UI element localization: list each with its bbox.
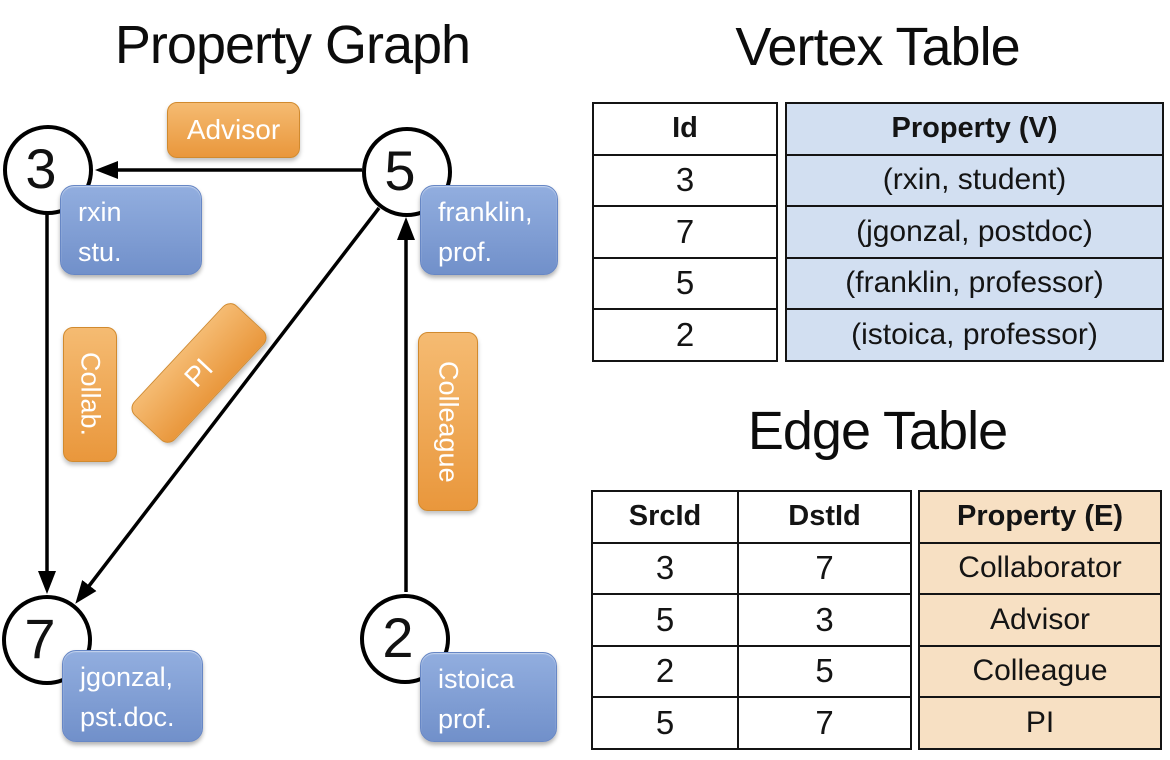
- vertex-id-cell: 5: [592, 256, 778, 310]
- node-id: 5: [384, 138, 416, 202]
- edge-src-cell: 3: [591, 541, 739, 595]
- edge-table-id-columns: SrcId DstId 3 7 5 3 2 5 5 7: [591, 490, 912, 750]
- graph-edges-layer: [38, 161, 415, 604]
- node-property-line: rxin: [78, 197, 122, 227]
- vertex-property-cell: (franklin, professor): [785, 256, 1164, 310]
- vertex-id-cell: 2: [592, 308, 778, 362]
- table-row: 5: [592, 256, 778, 310]
- node-property-label-5: franklin, prof.: [420, 185, 558, 275]
- vertex-table-id-column: Id 3 7 5 2: [592, 102, 778, 362]
- vertex-table-title: Vertex Table: [735, 17, 1020, 77]
- vertex-property-cell: (istoica, professor): [785, 308, 1164, 362]
- edge-label-collab: Collab.: [63, 327, 117, 462]
- edge-label-advisor: Advisor: [167, 102, 300, 158]
- edge-label-colleague: Colleague: [418, 332, 478, 511]
- node-property-line: istoica: [438, 664, 515, 694]
- vertex-id-cell: 3: [592, 153, 778, 207]
- edge-line-5-7: [75, 206, 381, 604]
- table-row: PI: [918, 696, 1162, 750]
- vertex-property-cell: (jgonzal, postdoc): [785, 205, 1164, 259]
- table-row: (jgonzal, postdoc): [785, 205, 1164, 259]
- table-row: Colleague: [918, 644, 1162, 698]
- node-property-line: prof.: [438, 704, 493, 734]
- node-id: 7: [24, 606, 56, 670]
- table-row: 5 3: [591, 593, 912, 647]
- vertex-property-header: Property (V): [785, 102, 1164, 156]
- edge-src-cell: 2: [591, 644, 739, 698]
- node-property-label-2: istoica prof.: [420, 652, 557, 742]
- edge-dst-cell: 7: [737, 696, 912, 750]
- edge-table-property-column: Property (E) Collaborator Advisor Collea…: [918, 490, 1162, 750]
- node-property-line: prof.: [438, 237, 493, 267]
- edge-property-cell: Advisor: [918, 593, 1162, 647]
- edge-dst-cell: 3: [737, 593, 912, 647]
- table-row: 5 7: [591, 696, 912, 750]
- table-row: (istoica, professor): [785, 308, 1164, 362]
- node-property-line: jgonzal,: [80, 662, 174, 692]
- edge-dstid-header: DstId: [737, 490, 912, 544]
- vertex-property-cell: (rxin, student): [785, 153, 1164, 207]
- table-row: 7: [592, 205, 778, 259]
- table-row: (rxin, student): [785, 153, 1164, 207]
- edge-srcid-header: SrcId: [591, 490, 739, 544]
- edge-src-cell: 5: [591, 696, 739, 750]
- table-row: (franklin, professor): [785, 256, 1164, 310]
- edge-src-cell: 5: [591, 593, 739, 647]
- graph-title: Property Graph: [114, 15, 471, 75]
- node-property-line: franklin,: [438, 197, 533, 227]
- node-property-label-7: jgonzal, pst.doc.: [62, 650, 203, 742]
- node-property-line: stu.: [78, 237, 122, 267]
- edge-property-cell: Collaborator: [918, 541, 1162, 595]
- edge-property-header: Property (E): [918, 490, 1162, 544]
- table-row: 3 7: [591, 541, 912, 595]
- vertex-table-property-column: Property (V) (rxin, student) (jgonzal, p…: [785, 102, 1164, 362]
- vertex-id-cell: 7: [592, 205, 778, 259]
- table-row: 2: [592, 308, 778, 362]
- table-row: 3: [592, 153, 778, 207]
- table-row: Advisor: [918, 593, 1162, 647]
- edge-property-cell: PI: [918, 696, 1162, 750]
- edge-dst-cell: 7: [737, 541, 912, 595]
- node-property-line: pst.doc.: [80, 702, 175, 732]
- node-property-label-3: rxin stu.: [60, 185, 202, 275]
- edge-table: SrcId DstId 3 7 5 3 2 5 5 7: [591, 490, 1162, 750]
- vertex-id-header: Id: [592, 102, 778, 156]
- property-graph-panel: Property Graph 3 5 7 2 Advisor Collab. P: [2, 15, 558, 742]
- graph-node-5: 5: [362, 127, 452, 217]
- edge-property-cell: Colleague: [918, 644, 1162, 698]
- tables-panel: Vertex Table Id 3 7 5 2 Property (V) (rx…: [585, 0, 1170, 760]
- node-id: 2: [382, 605, 414, 669]
- table-row: Collaborator: [918, 541, 1162, 595]
- graph-node-2: 2: [360, 594, 450, 684]
- edge-dst-cell: 5: [737, 644, 912, 698]
- table-row: 2 5: [591, 644, 912, 698]
- node-id: 3: [25, 136, 57, 200]
- edge-table-title: Edge Table: [747, 401, 1008, 461]
- vertex-table: Id 3 7 5 2 Property (V) (rxin, student) …: [592, 102, 1164, 362]
